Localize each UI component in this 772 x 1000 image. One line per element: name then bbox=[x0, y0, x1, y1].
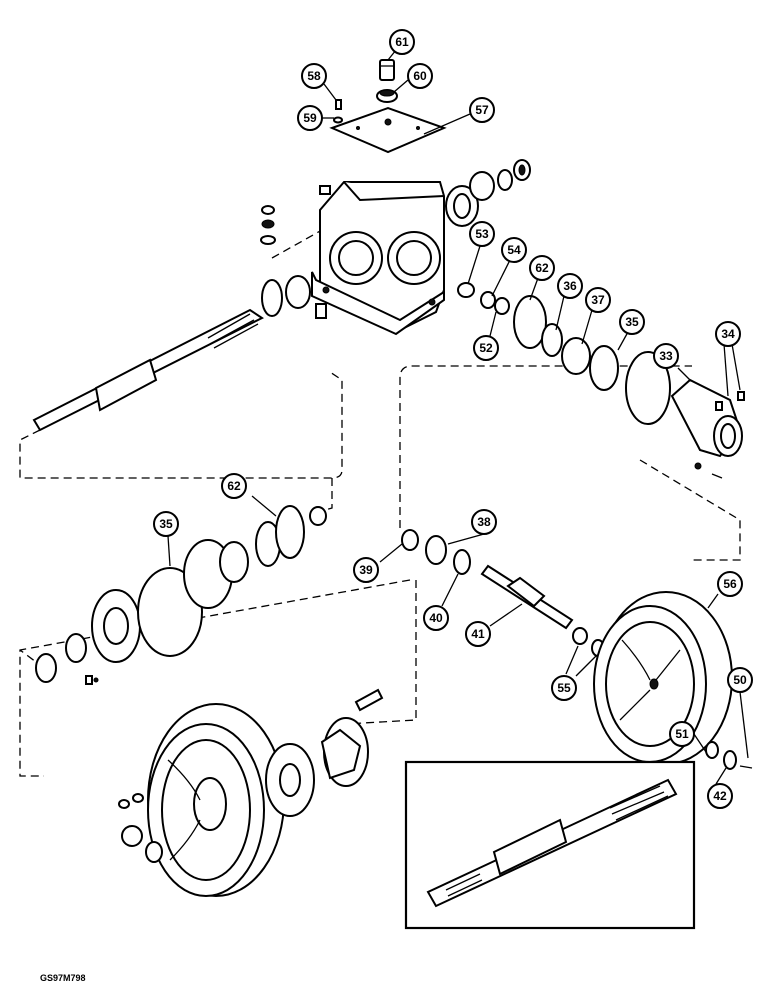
bearing-cap bbox=[670, 378, 745, 479]
svg-text:35: 35 bbox=[159, 517, 173, 531]
part-callouts: 61 58 60 59 57 53 54 62 36 37 35 34 52 3… bbox=[153, 29, 753, 809]
callout-50: 50 bbox=[727, 667, 753, 693]
callout-42: 42 bbox=[707, 783, 733, 809]
callout-40: 40 bbox=[423, 605, 449, 631]
assembly-guide-lines bbox=[19, 228, 741, 777]
leader-lines bbox=[167, 49, 749, 785]
callout-62-upper: 62 bbox=[529, 255, 555, 281]
callout-34: 34 bbox=[715, 321, 741, 347]
callout-59: 59 bbox=[297, 105, 323, 131]
svg-text:34: 34 bbox=[721, 327, 735, 341]
svg-text:51: 51 bbox=[675, 727, 689, 741]
svg-text:38: 38 bbox=[477, 515, 491, 529]
callout-36: 36 bbox=[557, 273, 583, 299]
svg-text:59: 59 bbox=[303, 111, 317, 125]
breather-plug bbox=[376, 59, 398, 103]
pulley-hub bbox=[265, 688, 384, 817]
svg-text:55: 55 bbox=[557, 681, 571, 695]
callout-57: 57 bbox=[469, 97, 495, 123]
gearbox-cover-plate bbox=[329, 106, 447, 154]
gearbox-housing bbox=[311, 181, 445, 336]
callout-52: 52 bbox=[473, 335, 499, 361]
inset-shaft bbox=[426, 778, 678, 908]
drive-pulley bbox=[147, 703, 285, 897]
callout-35-upper: 35 bbox=[619, 309, 645, 335]
callout-62-lower: 62 bbox=[221, 473, 247, 499]
svg-text:53: 53 bbox=[475, 227, 489, 241]
svg-text:52: 52 bbox=[479, 341, 493, 355]
drawing-code: GS97M798 bbox=[40, 973, 86, 983]
callout-35-lower: 35 bbox=[153, 511, 179, 537]
pinion-shaft-assembly bbox=[401, 529, 605, 657]
callout-60: 60 bbox=[407, 63, 433, 89]
callout-41: 41 bbox=[465, 621, 491, 647]
right-gear-stack bbox=[457, 282, 671, 425]
callout-33: 33 bbox=[653, 343, 679, 369]
callout-51: 51 bbox=[669, 721, 695, 747]
svg-text:56: 56 bbox=[723, 577, 737, 591]
svg-text:57: 57 bbox=[475, 103, 489, 117]
svg-text:62: 62 bbox=[535, 261, 549, 275]
input-shaft-upper bbox=[32, 275, 311, 432]
callout-54: 54 bbox=[501, 237, 527, 263]
svg-text:35: 35 bbox=[625, 315, 639, 329]
callout-37: 37 bbox=[585, 287, 611, 313]
callout-58: 58 bbox=[301, 63, 327, 89]
svg-text:39: 39 bbox=[359, 563, 373, 577]
callout-39: 39 bbox=[353, 557, 379, 583]
cover-screw bbox=[333, 99, 343, 124]
svg-text:33: 33 bbox=[659, 349, 673, 363]
svg-text:58: 58 bbox=[307, 69, 321, 83]
svg-text:60: 60 bbox=[413, 69, 427, 83]
callout-53: 53 bbox=[469, 221, 495, 247]
housing-plugs bbox=[260, 185, 331, 245]
callout-61: 61 bbox=[389, 29, 415, 55]
pulley-fasteners bbox=[118, 793, 163, 863]
middle-left-assembly bbox=[35, 505, 327, 685]
svg-text:40: 40 bbox=[429, 611, 443, 625]
svg-text:50: 50 bbox=[733, 673, 747, 687]
svg-text:62: 62 bbox=[227, 479, 241, 493]
svg-text:42: 42 bbox=[713, 789, 727, 803]
upper-bearing-stack bbox=[445, 159, 531, 227]
svg-text:41: 41 bbox=[471, 627, 485, 641]
svg-text:61: 61 bbox=[395, 35, 409, 49]
svg-text:37: 37 bbox=[591, 293, 605, 307]
callout-38: 38 bbox=[471, 509, 497, 535]
callout-55: 55 bbox=[551, 675, 577, 701]
svg-text:54: 54 bbox=[507, 243, 521, 257]
driven-pulley bbox=[593, 591, 753, 770]
callout-56: 56 bbox=[717, 571, 743, 597]
svg-text:36: 36 bbox=[563, 279, 577, 293]
